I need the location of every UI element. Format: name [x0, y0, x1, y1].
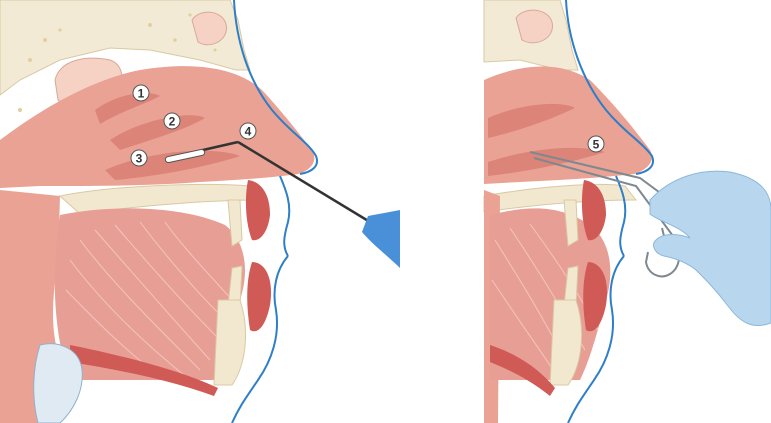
svg-text:4: 4 — [245, 125, 252, 139]
callout-5: 5 — [588, 136, 604, 152]
lower-lip-muscle — [247, 262, 271, 331]
right-panel: 5 — [484, 0, 771, 423]
gloved-hand — [650, 171, 771, 325]
callout-2: 2 — [164, 113, 180, 129]
hard-palate-right — [484, 184, 636, 212]
svg-text:5: 5 — [593, 138, 600, 152]
svg-text:1: 1 — [138, 87, 145, 101]
mandible — [214, 300, 246, 385]
callout-3: 3 — [131, 150, 147, 166]
frontal-sinus-right — [516, 10, 553, 43]
upper-lip-muscle — [246, 180, 270, 240]
frontal-sinus — [192, 12, 227, 45]
epiglottis-cartilage — [34, 344, 83, 423]
left-panel: 1 2 3 4 — [0, 0, 400, 423]
callout-4: 4 — [240, 123, 256, 139]
svg-text:2: 2 — [169, 115, 176, 129]
upper-lip-outline — [280, 176, 289, 256]
swab-handle — [362, 210, 400, 268]
callout-1: 1 — [133, 85, 149, 101]
svg-text:3: 3 — [136, 152, 143, 166]
